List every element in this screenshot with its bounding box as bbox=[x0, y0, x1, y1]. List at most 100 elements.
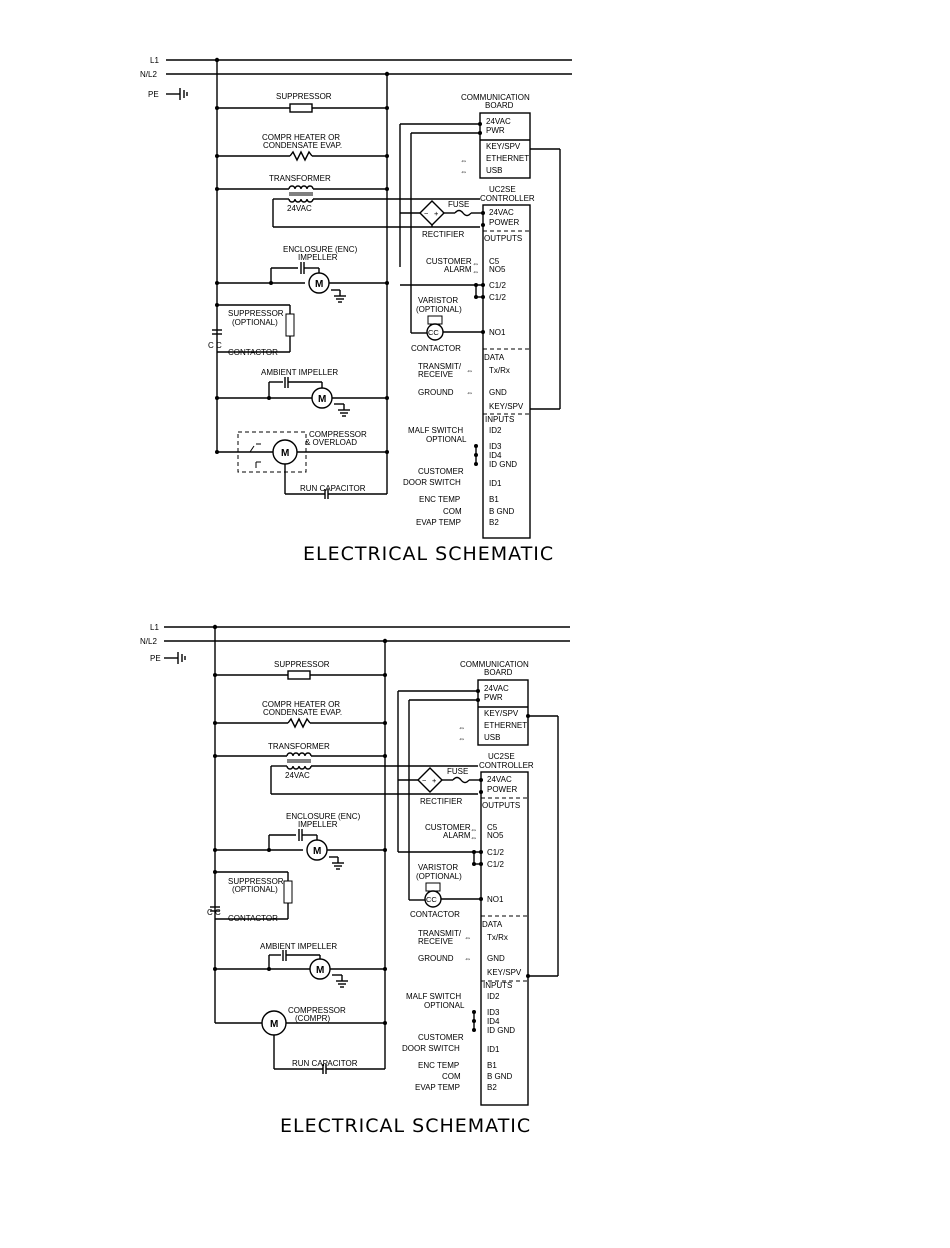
communication-board: COMMUNICATION BOARD 24VAC PWR KEY/SPV ET… bbox=[397, 660, 559, 978]
comm-usb-label: USB bbox=[484, 733, 500, 742]
heater-rung: COMPR HEATER OR CONDENSATE EVAP. bbox=[213, 700, 387, 729]
transformer-label: TRANSFORMER bbox=[268, 742, 330, 751]
enc-temp-label: ENC TEMP bbox=[418, 1061, 459, 1070]
transmit-label-2: RECEIVE bbox=[418, 370, 453, 379]
comm-board-label-2: BOARD bbox=[485, 101, 514, 110]
caption: ELECTRICAL SCHEMATIC bbox=[280, 1115, 531, 1137]
uc2se-label-2: CONTROLLER bbox=[479, 761, 534, 770]
rectifier-plus: + bbox=[432, 776, 437, 785]
optional-label: OPTIONAL bbox=[424, 1001, 465, 1010]
no5-label: NO5 bbox=[489, 265, 506, 274]
b2-label: B2 bbox=[489, 518, 499, 527]
evap-temp-label: EVAP TEMP bbox=[416, 518, 461, 527]
suppressor-label: SUPPRESSOR bbox=[276, 92, 332, 101]
power-24vac-label: 24VAC bbox=[489, 208, 514, 217]
enclosure-label-1: ENCLOSURE (ENC) bbox=[283, 245, 358, 254]
comm-keyspv-label: KEY/SPV bbox=[486, 142, 521, 151]
id1-label: ID1 bbox=[487, 1045, 500, 1054]
arrow-icon: ⇔ bbox=[470, 833, 478, 842]
rectifier-minus: − bbox=[424, 209, 429, 218]
suppressor-optional-label-1: SUPPRESSOR bbox=[228, 877, 284, 886]
malf-switch-label: MALF SWITCH bbox=[406, 992, 461, 1001]
gnd-label: GND bbox=[487, 954, 505, 963]
motor-symbol: M bbox=[316, 965, 324, 976]
gnd-label: GND bbox=[489, 388, 507, 397]
customer-door-label-2: DOOR SWITCH bbox=[402, 1044, 460, 1053]
outputs-label: OUTPUTS bbox=[484, 234, 522, 243]
id2-label: ID2 bbox=[489, 426, 502, 435]
comm-usb-label: USB bbox=[486, 166, 502, 175]
l1-label: L1 bbox=[150, 56, 159, 65]
b-gnd-label: B GND bbox=[487, 1072, 513, 1081]
compressor-label-1: COMPRESSOR bbox=[288, 1006, 346, 1015]
transformer-rung: TRANSFORMER 24VAC bbox=[215, 174, 480, 228]
b2-label: B2 bbox=[487, 1083, 497, 1092]
v24-label: 24VAC bbox=[285, 771, 310, 780]
data-label: DATA bbox=[484, 353, 505, 362]
compressor-rung: M COMPRESSOR & OVERLOAD RUN CAPACITOR bbox=[215, 430, 389, 499]
uc2se-controller: UC2SE CONTROLLER − + FUSE RECTIFIER 24VA… bbox=[398, 752, 534, 1106]
cc-label: C C bbox=[207, 908, 221, 917]
c5-label: C5 bbox=[489, 257, 500, 266]
compressor-rung: M COMPRESSOR (COMPR) RUN CAPACITOR bbox=[215, 1006, 387, 1074]
arrow-icon: ⇔ bbox=[466, 366, 474, 375]
enclosure-impeller-rung: M ENCLOSURE (ENC) IMPELLER bbox=[213, 812, 387, 870]
contactor-coil-label: CC bbox=[428, 328, 439, 337]
compressor-label-2: & OVERLOAD bbox=[305, 438, 357, 447]
arrow-icon: ⇔ bbox=[472, 267, 480, 276]
enc-temp-label: ENC TEMP bbox=[419, 495, 460, 504]
motor-symbol: M bbox=[318, 394, 326, 405]
enclosure-label-1: ENCLOSURE (ENC) bbox=[286, 812, 361, 821]
arrow-icon: ⇔ bbox=[458, 723, 466, 732]
ambient-label: AMBIENT IMPELLER bbox=[260, 942, 337, 951]
transformer-label: TRANSFORMER bbox=[269, 174, 331, 183]
id4-label: ID4 bbox=[487, 1017, 500, 1026]
power-label: POWER bbox=[489, 218, 519, 227]
c5-label: C5 bbox=[487, 823, 498, 832]
ambient-label: AMBIENT IMPELLER bbox=[261, 368, 338, 377]
no1-label: NO1 bbox=[487, 895, 504, 904]
id4-label: ID4 bbox=[489, 451, 502, 460]
comm-ethernet-label: ETHERNET bbox=[486, 154, 529, 163]
v24-label: 24VAC bbox=[287, 204, 312, 213]
suppressor-optional-label-2: (OPTIONAL) bbox=[232, 318, 278, 327]
pe-label: PE bbox=[148, 90, 159, 99]
ambient-impeller-rung: M AMBIENT IMPELLER bbox=[213, 942, 387, 988]
arrow-icon: ⇔ bbox=[472, 259, 480, 268]
ambient-impeller-rung: M AMBIENT IMPELLER bbox=[215, 368, 389, 417]
c12-label-a: C1/2 bbox=[489, 281, 506, 290]
txrx-label: Tx/Rx bbox=[487, 933, 508, 942]
heater-label-1: COMPR HEATER OR bbox=[262, 133, 340, 142]
uc2se-label-2: CONTROLLER bbox=[480, 194, 535, 203]
c12-label-b: C1/2 bbox=[487, 860, 504, 869]
comm-board-label-2: BOARD bbox=[484, 668, 513, 677]
optional-label: OPTIONAL bbox=[426, 435, 467, 444]
run-capacitor-label: RUN CAPACITOR bbox=[292, 1059, 358, 1068]
arrow-icon: ⇔ bbox=[464, 954, 472, 963]
com-label: COM bbox=[443, 507, 462, 516]
arrow-icon: ⇔ bbox=[466, 388, 474, 397]
id-gnd-label: ID GND bbox=[489, 460, 517, 469]
keyspv-data-label: KEY/SPV bbox=[489, 402, 524, 411]
enclosure-label-2: IMPELLER bbox=[298, 253, 338, 262]
id-gnd-label: ID GND bbox=[487, 1026, 515, 1035]
comm-pwr-label: PWR bbox=[484, 693, 503, 702]
customer-alarm-label-2: ALARM bbox=[444, 265, 472, 274]
n-l2-label: N/L2 bbox=[140, 637, 157, 646]
rectifier-plus: + bbox=[434, 209, 439, 218]
motor-symbol: M bbox=[313, 846, 321, 857]
malf-switch-label: MALF SWITCH bbox=[408, 426, 463, 435]
keyspv-data-label: KEY/SPV bbox=[487, 968, 522, 977]
pe-label: PE bbox=[150, 654, 161, 663]
c12-label-a: C1/2 bbox=[487, 848, 504, 857]
heater-label-1: COMPR HEATER OR bbox=[262, 700, 340, 709]
arrow-icon: ⇔ bbox=[460, 167, 468, 176]
no5-label: NO5 bbox=[487, 831, 504, 840]
inputs-label: INPUTS bbox=[485, 415, 514, 424]
fuse-label: FUSE bbox=[448, 200, 469, 209]
suppressor-label: SUPPRESSOR bbox=[274, 660, 330, 669]
suppressor-rung: SUPPRESSOR bbox=[215, 92, 389, 113]
transmit-label-1: TRANSMIT/ bbox=[418, 929, 462, 938]
varistor-label-1: VARISTOR bbox=[418, 296, 458, 305]
